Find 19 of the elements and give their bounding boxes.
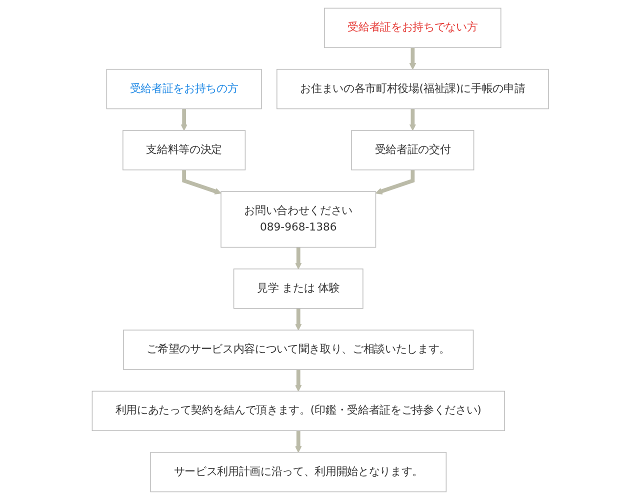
node-box: お住まいの各市町村役場(福祉課)に手帳の申請 <box>276 68 549 110</box>
node-box: 利用にあたって契約を結んで頂きます。(印鑑・受給者証をご持参ください) <box>91 390 505 432</box>
arrow <box>182 170 221 194</box>
node-box: 見学 または 体験 <box>233 268 364 309</box>
arrow <box>294 370 302 392</box>
arrow <box>294 247 302 270</box>
arrow <box>408 48 416 70</box>
arrow <box>408 108 416 131</box>
arrow <box>294 308 302 330</box>
arrow <box>180 108 188 131</box>
node-box: ご希望のサービス内容について聞き取り、ご相談いたします。 <box>122 330 474 370</box>
arrow <box>375 170 414 194</box>
arrow <box>294 430 302 453</box>
node-box: 受給者証の交付 <box>350 130 474 170</box>
node-box: 受給者証をお持ちの方 <box>106 68 262 110</box>
node-box: お問い合わせください 089-968-1386 <box>220 191 376 248</box>
node-box: 受給者証をお持ちでない方 <box>324 8 501 48</box>
node-box: サービス利用計画に沿って、利用開始となります。 <box>150 452 446 492</box>
node-box: 支給料等の決定 <box>122 130 246 170</box>
